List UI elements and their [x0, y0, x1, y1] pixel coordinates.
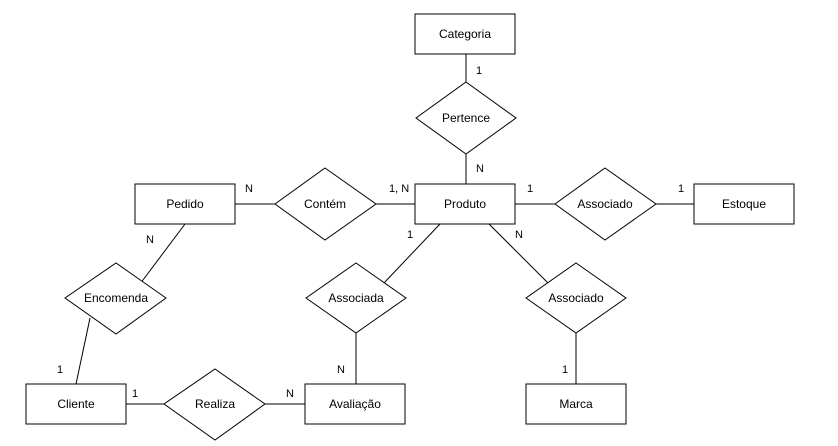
cardinality-pertence-produto: N: [476, 163, 484, 175]
cardinality-produto-associada: 1: [407, 229, 413, 241]
relationship-contem[interactable]: Contém: [274, 167, 377, 241]
cardinalities: 1 N N 1, N 1 1 N 1 1 N N 1 1 N: [57, 65, 684, 400]
cardinality-associado-estoque: 1: [678, 183, 684, 195]
relationship-realiza[interactable]: Realiza: [163, 368, 266, 441]
entity-avaliacao[interactable]: Avaliação: [304, 383, 406, 425]
relationship-associado-marca-label: Associado: [548, 291, 604, 305]
cardinality-produto-associado: 1: [527, 183, 533, 195]
entity-marca[interactable]: Marca: [525, 383, 627, 425]
relationship-encomenda[interactable]: Encomenda: [64, 262, 167, 335]
cardinality-encomenda-cliente: 1: [57, 364, 63, 376]
edge-encomenda-cliente: [75, 317, 91, 385]
entity-cliente[interactable]: Cliente: [25, 383, 127, 425]
entity-categoria[interactable]: Categoria: [414, 13, 516, 55]
entity-produto[interactable]: Produto: [414, 183, 516, 225]
cardinality-realiza-avaliacao: N: [286, 388, 294, 400]
edge-produto-associado-marca: [488, 223, 550, 285]
relationship-pertence[interactable]: Pertence: [415, 81, 517, 155]
cardinality-cliente-realiza: 1: [132, 388, 138, 400]
entity-estoque[interactable]: Estoque: [693, 183, 795, 225]
relationship-associada-label: Associada: [328, 291, 384, 305]
entity-categoria-label: Categoria: [439, 27, 491, 41]
cardinality-pedido-encomenda: N: [146, 234, 154, 246]
cardinality-produto-associado-marca: N: [515, 229, 523, 241]
cardinality-associada-avaliacao: N: [337, 364, 345, 376]
relationship-associado-marca[interactable]: Associado: [525, 262, 627, 334]
relationship-pertence-label: Pertence: [442, 111, 490, 125]
relationship-encomenda-label: Encomenda: [84, 291, 148, 305]
entity-estoque-label: Estoque: [722, 197, 766, 211]
relationship-realiza-label: Realiza: [195, 397, 235, 411]
entity-pedido-label: Pedido: [166, 197, 204, 211]
relationship-associado-estoque[interactable]: Associado: [554, 167, 657, 241]
entity-pedido[interactable]: Pedido: [134, 183, 236, 225]
cardinality-pedido-contem: N: [245, 183, 253, 195]
relationship-associada[interactable]: Associada: [305, 262, 407, 334]
relationship-contem-label: Contém: [304, 197, 346, 211]
entity-avaliacao-label: Avaliação: [329, 397, 381, 411]
connectors: [75, 54, 694, 405]
entity-cliente-label: Cliente: [57, 397, 95, 411]
entity-marca-label: Marca: [559, 397, 593, 411]
edge-pedido-encomenda: [139, 223, 186, 285]
cardinality-associado-marca: 1: [562, 364, 568, 376]
cardinality-contem-produto: 1, N: [389, 183, 409, 195]
edge-produto-associada: [382, 223, 441, 285]
entity-produto-label: Produto: [444, 197, 486, 211]
cardinality-categoria-pertence: 1: [476, 65, 482, 77]
relationship-associado-estoque-label: Associado: [577, 197, 633, 211]
